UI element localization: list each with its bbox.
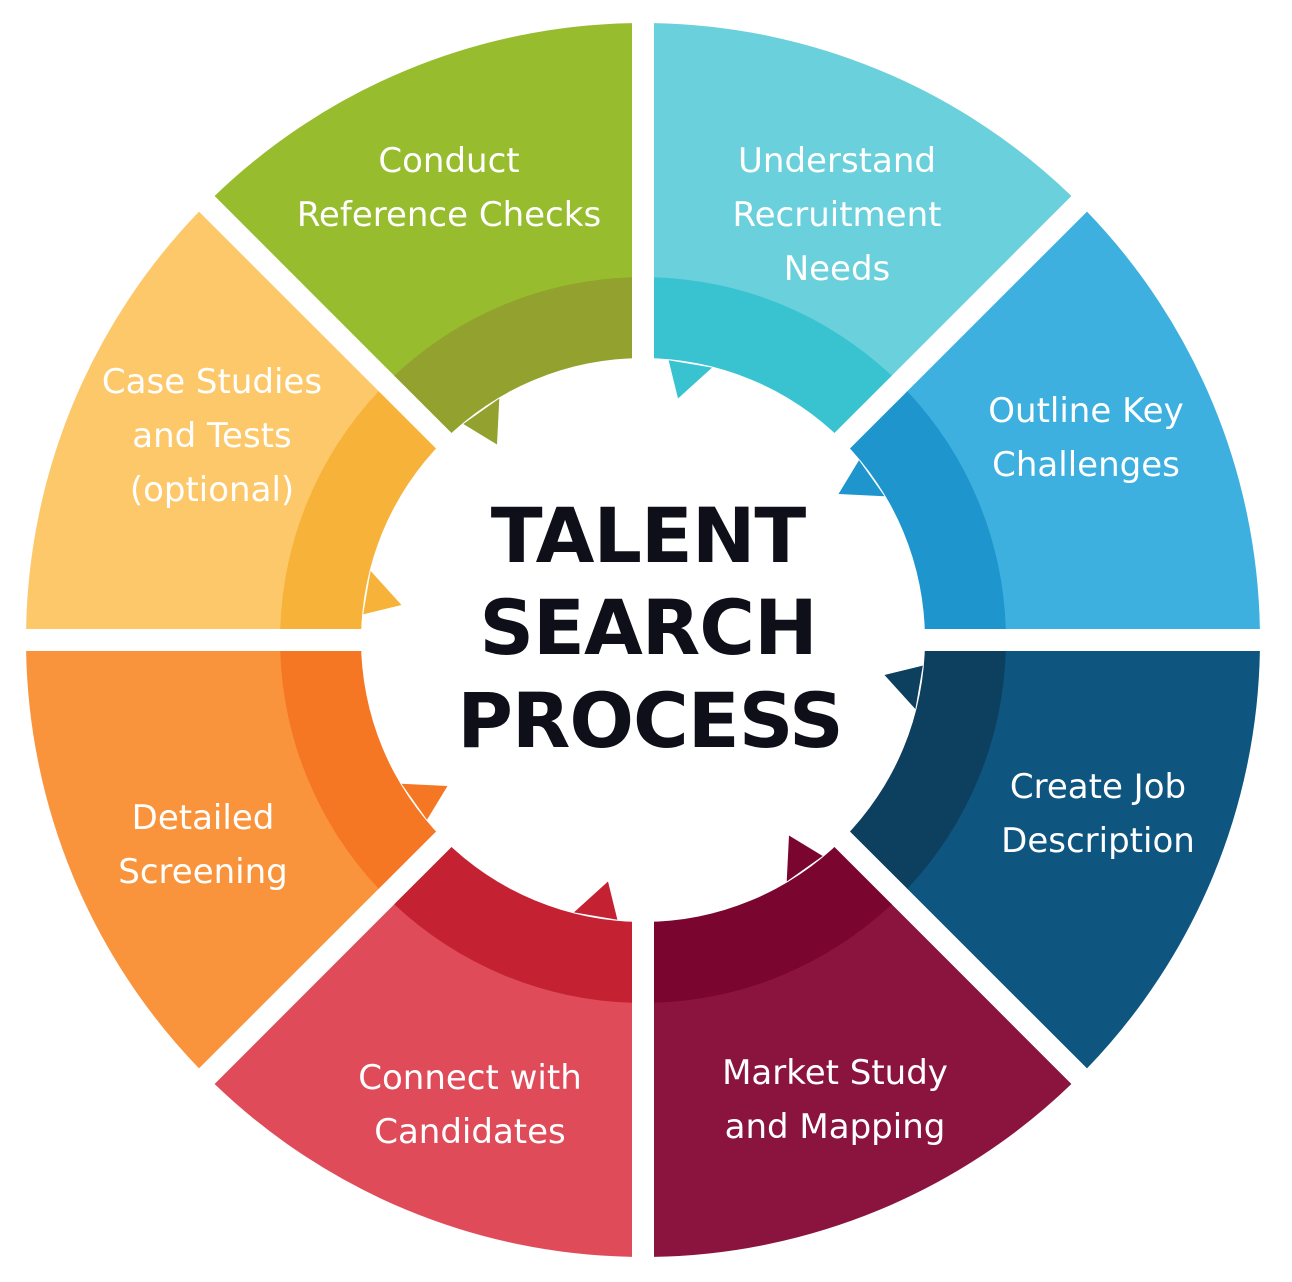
label-connect-with-candidates-line-1: Connect with [358, 1058, 582, 1098]
label-market-study-and-mapping-line-1: Market Study [722, 1053, 948, 1093]
notch-outline-key-challenges [838, 460, 885, 497]
segment-detailed-screening [26, 651, 380, 1069]
label-case-studies-and-tests-line-2: and Tests [132, 416, 291, 456]
segment-conduct-reference-checks [214, 23, 632, 377]
segment-notches [363, 360, 923, 920]
segment-band-create-job-description [848, 651, 1006, 889]
notch-conduct-reference-checks [463, 398, 500, 445]
label-understand-recruitment-needs-line-2: Recruitment [733, 195, 942, 235]
segment-understand-recruitment-needs [654, 23, 1072, 377]
segment-band-understand-recruitment-needs [654, 277, 892, 435]
segment-market-study-and-mapping [654, 903, 1072, 1257]
label-outline-key-challenges-line-1: Outline Key [988, 391, 1183, 431]
segment-band-conduct-reference-checks [394, 277, 632, 435]
center-title: TALENT SEARCH PROCESS [457, 491, 844, 765]
label-outline-key-challenges-line-2: Challenges [992, 445, 1180, 485]
segment-create-job-description [906, 651, 1260, 1069]
label-connect-with-candidates-line-2: Candidates [374, 1112, 566, 1152]
label-understand-recruitment-needs-line-1: Understand [738, 141, 936, 181]
segment-band-outline-key-challenges [848, 391, 1006, 629]
segment-case-studies-and-tests [26, 211, 380, 629]
center-title-line-3: PROCESS [457, 676, 843, 765]
label-detailed-screening-line-2: Screening [118, 852, 287, 892]
notch-create-job-description [884, 665, 923, 710]
center-title-line-1: TALENT [491, 491, 807, 580]
segment-connect-with-candidates [214, 903, 632, 1257]
notch-market-study-and-mapping [786, 835, 823, 882]
notch-case-studies-and-tests [363, 570, 402, 615]
notch-connect-with-candidates [573, 881, 618, 920]
label-detailed-screening-line-1: Detailed [132, 798, 275, 838]
notch-detailed-screening [401, 783, 448, 820]
label-create-job-description-line-1: Create Job [1010, 767, 1186, 807]
center-title-line-2: SEARCH [479, 583, 816, 672]
label-case-studies-and-tests-line-1: Case Studies [102, 362, 322, 402]
segment-outline-key-challenges [906, 211, 1260, 629]
notch-understand-recruitment-needs [668, 360, 713, 399]
segment-band-market-study-and-mapping [654, 845, 892, 1003]
segment-band-connect-with-candidates [394, 845, 632, 1003]
label-conduct-reference-checks-line-1: Conduct [378, 141, 519, 181]
label-market-study-and-mapping-line-2: and Mapping [725, 1107, 946, 1147]
center-circle [361, 358, 925, 922]
label-create-job-description-line-2: Description [1001, 821, 1195, 861]
segment-band-detailed-screening [280, 651, 438, 889]
process-segments [26, 23, 1260, 1257]
label-understand-recruitment-needs-line-3: Needs [784, 249, 891, 289]
label-case-studies-and-tests-line-3: (optional) [130, 470, 294, 510]
label-conduct-reference-checks-line-2: Reference Checks [297, 195, 601, 235]
segment-band-case-studies-and-tests [280, 391, 438, 629]
